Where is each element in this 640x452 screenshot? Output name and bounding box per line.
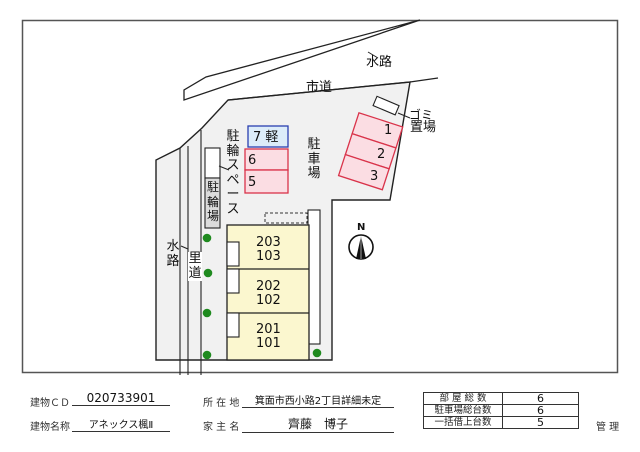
parking-label-1: 1 xyxy=(384,123,393,138)
stats-label: 駐車場総台数 xyxy=(423,404,503,417)
stats-row-leased: 一括借上台数 5 xyxy=(423,416,579,429)
tree-icon xyxy=(202,350,212,360)
tree-icon xyxy=(202,308,212,318)
location-value: 箕面市西小路2丁目詳細未定 xyxy=(242,392,394,408)
city-road-edge xyxy=(227,77,439,101)
garbage-leader xyxy=(397,112,411,119)
building-cd-value: 020733901 xyxy=(72,391,170,406)
stats-row-parking: 駐車場総台数 6 xyxy=(423,404,579,417)
building-name-label: 建物名称 xyxy=(30,422,70,433)
side-strip xyxy=(307,209,321,345)
label-waterway-left: 水路 xyxy=(166,239,180,269)
bicycle-shed-top xyxy=(204,147,221,179)
parking-space-3 xyxy=(337,153,390,191)
waterway-tick xyxy=(367,51,379,59)
building xyxy=(226,224,310,361)
parking-label-2: 2 xyxy=(377,147,386,162)
unit-label-201: 201 xyxy=(256,322,281,337)
stats-table: 部 屋 総 数 6 駐車場総台数 6 一括借上台数 5 xyxy=(423,392,579,429)
dashed-area xyxy=(264,212,308,224)
stats-value: 6 xyxy=(502,404,579,417)
label-village-road: 里道 xyxy=(188,251,202,281)
map-frame xyxy=(21,19,619,374)
management-label: 管 理 xyxy=(596,422,620,433)
north-arrow-icon xyxy=(348,234,374,260)
stats-label: 一括借上台数 xyxy=(423,416,503,429)
parking-space-5 xyxy=(244,169,289,194)
balcony-1 xyxy=(226,241,240,267)
tree-icon xyxy=(312,348,322,358)
stats-label: 部 屋 総 数 xyxy=(423,392,503,405)
parking-label-7: 7 軽 xyxy=(253,130,279,145)
unit-label-203: 203 xyxy=(256,235,281,250)
label-garbage-1: ゴミ xyxy=(408,108,433,122)
stats-value: 6 xyxy=(502,392,579,405)
site-map xyxy=(21,19,619,375)
waterway-left-tick xyxy=(180,245,189,250)
bicycle-shed xyxy=(204,177,221,229)
label-north: N xyxy=(357,222,366,233)
unit-label-102: 102 xyxy=(256,293,281,308)
bicycle-leader xyxy=(218,165,230,171)
label-waterway-top: 水路 xyxy=(366,55,393,70)
label-city-road: 市道 xyxy=(306,80,333,95)
unit-label-103: 103 xyxy=(256,249,281,264)
label-bicycle-shed: 駐輪場 xyxy=(206,180,219,223)
stats-row-rooms: 部 屋 総 数 6 xyxy=(423,392,579,405)
label-garbage-2: 置場 xyxy=(410,120,437,135)
balcony-2 xyxy=(226,268,240,294)
tree-icon xyxy=(203,268,213,278)
parking-space-7 xyxy=(247,125,289,148)
unit-label-202: 202 xyxy=(256,279,281,294)
parking-label-5: 5 xyxy=(248,175,257,190)
label-parking: 駐車場 xyxy=(307,137,321,181)
waterway-top xyxy=(183,19,421,101)
owner-label: 家 主 名 xyxy=(203,422,240,433)
building-name-value: アネックス楓Ⅱ xyxy=(72,416,170,432)
building-cd-label: 建物ＣＤ xyxy=(30,398,70,409)
owner-value: 齊藤 博子 xyxy=(242,415,394,433)
unit-label-101: 101 xyxy=(256,336,281,351)
stats-value: 5 xyxy=(502,416,579,429)
location-label: 所 在 地 xyxy=(203,398,240,409)
tree-icon xyxy=(202,233,212,243)
parking-label-6: 6 xyxy=(248,153,257,168)
balcony-3 xyxy=(226,312,240,338)
parking-label-3: 3 xyxy=(370,169,379,184)
garbage-station xyxy=(372,95,400,116)
label-bicycle-space: 駐輪スペース xyxy=(226,129,240,217)
